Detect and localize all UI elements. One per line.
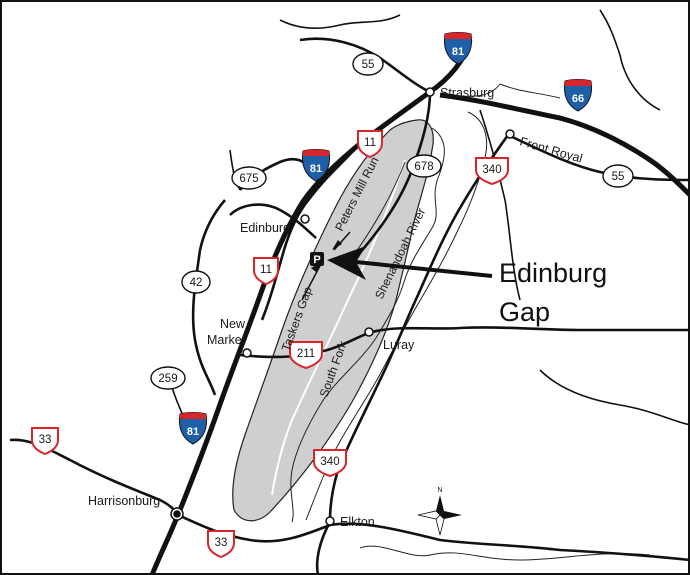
front-royal-label: Front Royal [518,134,584,165]
us340-bottom-marker: 340 [313,449,347,478]
parking-icon: P [310,252,324,266]
harrisonburg-dot-inner [173,510,181,518]
arrow-peters-mill [332,240,342,250]
callout-arrow-shaft [355,260,493,278]
i81-top-marker: 81 [443,32,473,65]
callout-title-line2: Gap [499,297,550,327]
town-markers [170,87,515,526]
new-market-dot [242,348,252,358]
compass-rose: N [417,487,462,536]
elkton-south-road [315,521,332,575]
route-675-label: 675 [239,173,258,185]
east-road [479,109,521,301]
us33-bottom-marker: 33 [207,530,235,559]
route-678-road [357,91,432,256]
us11-top-label: 11 [364,137,376,149]
i66-label: 66 [572,93,584,105]
route-678-marker: 678 [406,154,442,178]
us33-left-marker: 33 [31,427,59,456]
route-55-top-label: 55 [362,59,375,71]
route-55-top-marker: 55 [352,52,384,76]
callout-arrow [327,246,493,280]
parking-label: P [313,254,320,266]
i66-road [439,92,690,197]
i81-bottom-marker: 81 [178,412,208,445]
us-route-markers: 11 11 340 340 211 33 33 [31,130,509,559]
interstate-markers: 81 81 81 66 [178,32,593,445]
route-678-label: 678 [414,161,433,173]
us11-top-marker: 11 [357,130,383,159]
us11-road [260,141,363,321]
shenandoah-river-line [290,127,445,523]
us340-top-marker: 340 [475,157,509,186]
northeast-road [599,9,661,111]
peters-mill-arrow-line [333,231,351,251]
route-259-label: 259 [158,373,177,385]
front-royal-dot [505,129,515,139]
route-259-marker: 259 [150,366,186,390]
north-road [279,14,401,30]
i81-bottom-label: 81 [187,426,199,438]
route-55-right-road [507,133,690,182]
route-42-label: 42 [190,277,203,289]
us340-top-label: 340 [482,164,501,176]
harrisonburg-label: Harrisonburg [88,494,160,508]
callout-title-line1: Edinburg [499,258,607,288]
compass-n-label: N [437,487,442,494]
elkton-label: Elkton [340,515,375,529]
massanutten-inner-ridge [271,159,406,496]
us11-mid-label: 11 [260,264,272,276]
market-label: Market [207,333,246,347]
river-north-line [499,83,561,99]
i66-marker: 66 [563,79,593,112]
us33-east-road [177,513,690,562]
route-55-right-marker: 55 [602,164,634,188]
edinburg-dot [300,214,310,224]
taskers-gap-line [301,261,323,301]
river-bottom-line [359,545,651,561]
peters-mill-run-line [355,161,406,253]
luray-label: Luray [383,338,415,352]
elkton-dot [325,516,335,526]
i81-top-label: 81 [452,46,464,58]
us211-marker: 211 [289,341,323,370]
us11-mid-marker: 11 [253,257,279,286]
route-55-right-label: 55 [612,171,625,183]
callout-arrowhead [327,246,366,280]
i81-mid-marker: 81 [301,149,331,182]
strasburg-dot [425,87,435,97]
state-route-markers: 55 55 675 678 42 259 [150,52,634,390]
us211-label: 211 [297,348,315,360]
edinburg-road [229,203,317,239]
route-42-marker: 42 [181,270,211,294]
route-42-top-road [198,199,226,251]
new-label: New [220,317,246,331]
us33-bottom-label: 33 [215,537,228,549]
edinburg-label: Edinburg [240,221,290,235]
i81-mid-label: 81 [310,163,322,175]
luray-dot [364,327,374,337]
us33-left-label: 33 [39,434,52,446]
route-675-marker: 675 [231,166,267,190]
strasburg-label: Strasburg [440,86,494,100]
southeast-road [539,369,690,426]
us340-bottom-label: 340 [320,456,339,468]
